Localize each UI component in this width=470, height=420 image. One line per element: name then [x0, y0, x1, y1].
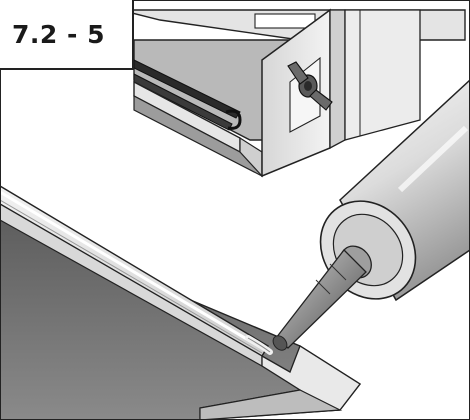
- frame-bracket-icon: [119, 8, 466, 178]
- aluminum-profile-icon: [0, 185, 362, 420]
- step-number-label: 7.2 - 5: [0, 0, 134, 70]
- sealant-cartridge-icon: [272, 78, 470, 351]
- wing-nut-icon: [287, 61, 333, 111]
